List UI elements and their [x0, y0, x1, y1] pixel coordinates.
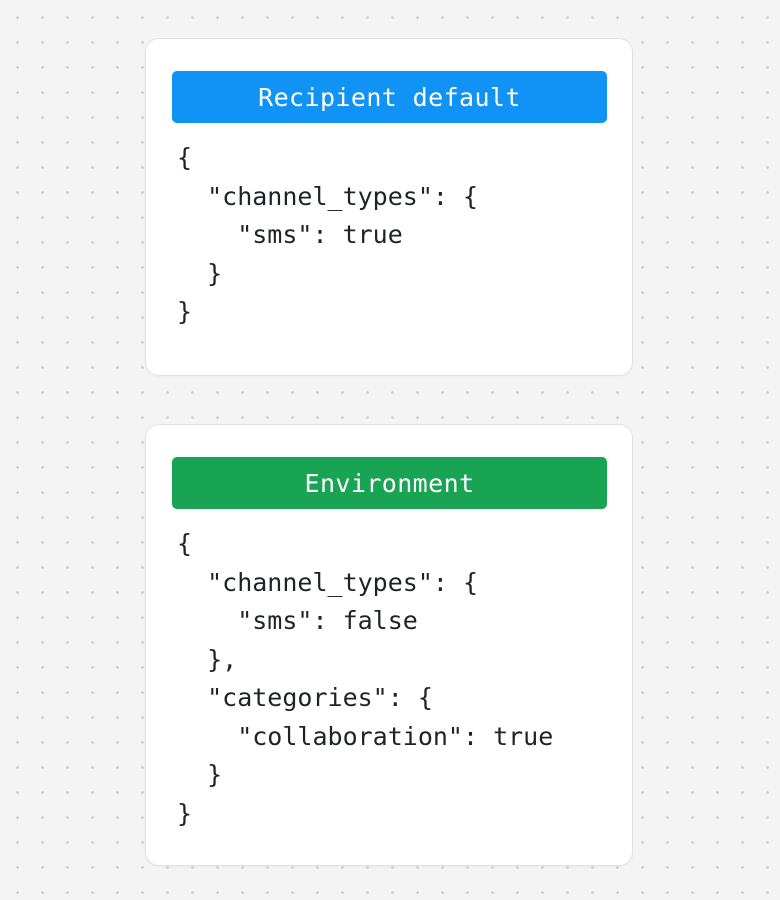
card-title-environment: Environment — [304, 468, 475, 498]
card-title-recipient-default: Recipient default — [258, 82, 521, 112]
card-header-environment: Environment — [172, 457, 607, 509]
card-body-environment: { "channel_types": { "sms": false }, "ca… — [177, 525, 614, 833]
card-body-recipient-default: { "channel_types": { "sms": true } } — [177, 139, 614, 332]
card-environment[interactable]: Environment { "channel_types": { "sms": … — [145, 424, 633, 866]
card-header-recipient-default: Recipient default — [172, 71, 607, 123]
json-code-environment: { "channel_types": { "sms": false }, "ca… — [177, 529, 554, 828]
card-recipient-default[interactable]: Recipient default { "channel_types": { "… — [145, 38, 633, 376]
json-code-recipient-default: { "channel_types": { "sms": true } } — [177, 143, 479, 326]
